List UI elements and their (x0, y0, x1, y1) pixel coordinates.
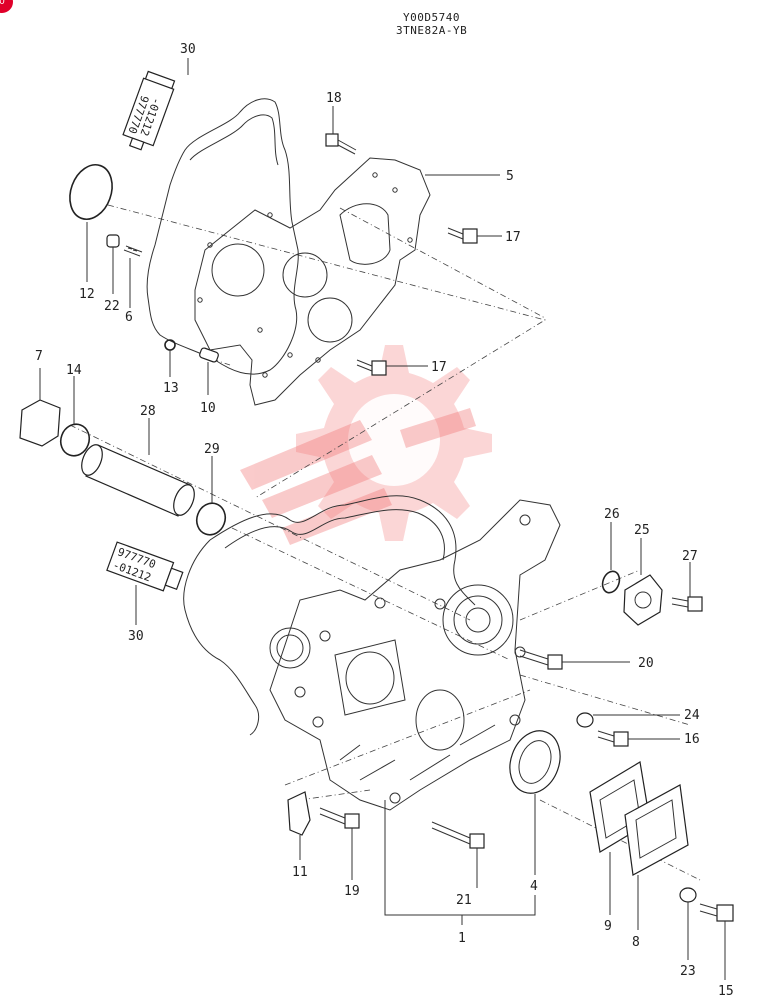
callout-30-top: 30 (180, 42, 196, 57)
plate-hole-left (211, 243, 265, 297)
callout-1: 1 (458, 931, 466, 946)
plate-hole-middle (282, 252, 328, 298)
callout-30-lower: 30 (128, 629, 144, 644)
watermark-stripes (240, 408, 476, 545)
dashed-alignment-lines (69, 204, 701, 881)
bolt-18 (325, 133, 357, 155)
callout-labels: 30 18 5 17 12 22 6 13 10 17 7 14 28 29 3… (35, 42, 734, 999)
case-pump-boss (334, 639, 406, 716)
o-ring-12 (69, 164, 113, 220)
callout-5: 5 (506, 169, 514, 184)
oil-seal-4 (509, 730, 561, 794)
callout-26: 26 (604, 507, 620, 522)
bolt-16 (597, 730, 629, 747)
callout-9: 9 (604, 919, 612, 934)
bolt-17-upper (447, 227, 478, 244)
rear-gasket-outline (146, 98, 299, 375)
plate-bolt-holes (197, 172, 413, 378)
callout-20: 20 (638, 656, 654, 671)
cover-plate-8 (624, 784, 689, 876)
cover-25 (623, 574, 663, 626)
callout-24: 24 (684, 708, 700, 723)
case-crank-boss-inner (465, 607, 491, 633)
callout-6: 6 (125, 310, 133, 325)
callout-15: 15 (718, 984, 734, 999)
callout-14: 14 (66, 363, 82, 378)
bolt-17-lower (356, 359, 387, 376)
callout-21: 21 (456, 893, 472, 908)
o-ring-13 (164, 339, 176, 351)
case-bolt-bosses (294, 514, 531, 804)
corner-badge: 0 (0, 0, 13, 13)
bolt-19 (319, 807, 360, 829)
callout-18: 18 (326, 91, 342, 106)
callout-29: 29 (204, 442, 220, 457)
gear-case-plate-5 (194, 157, 431, 406)
washer-22 (106, 234, 120, 248)
callout-22: 22 (104, 299, 120, 314)
diagram-code-line-2: 3TNE82A-YB (396, 24, 468, 37)
front-gasket-outline (183, 495, 476, 736)
callout-10: 10 (200, 401, 216, 416)
washer-23 (679, 887, 697, 903)
bolt-21 (431, 821, 485, 849)
rear-gasket-inner (189, 114, 279, 166)
case-pump-bore (345, 651, 395, 705)
callout-8: 8 (632, 935, 640, 950)
pipe-28 (81, 444, 195, 517)
bolt-27 (671, 596, 703, 612)
oil-seal-7 (19, 399, 61, 447)
plate-hole-lower (307, 297, 353, 343)
sealant-tube-top: 977770 -01212 (122, 70, 176, 151)
case-lower-opening (415, 689, 465, 751)
bolt-15 (699, 903, 734, 922)
bracket-11 (287, 791, 311, 836)
callout-19: 19 (344, 884, 360, 899)
gear-case-body (269, 499, 561, 811)
o-ring-26 (601, 570, 621, 594)
callout-11: 11 (292, 865, 308, 880)
callout-27: 27 (682, 549, 698, 564)
callout-16: 16 (684, 732, 700, 747)
callout-4: 4 (530, 879, 538, 894)
bolt-20 (519, 649, 563, 670)
sealant-tube-lower: 977770 -01212 (106, 541, 184, 592)
callout-23: 23 (680, 964, 696, 979)
case-crank-boss-mid (453, 595, 503, 645)
callout-28: 28 (140, 404, 156, 419)
callout-13: 13 (163, 381, 179, 396)
washer-24 (576, 712, 594, 728)
stud-6 (123, 245, 143, 257)
front-gasket-inner (224, 509, 445, 561)
callout-25: 25 (634, 523, 650, 538)
o-ring-14 (59, 423, 91, 457)
cover-plate-8-inner (635, 799, 677, 859)
diagram-code-line-1: Y00D5740 (403, 11, 460, 24)
case-bore-left-inner (276, 634, 304, 662)
callout-17-lower: 17 (431, 360, 447, 375)
case-ribs (339, 724, 496, 781)
callout-12: 12 (79, 287, 95, 302)
case-bore-left-outer (269, 627, 311, 669)
case-crank-boss-outer (442, 584, 514, 656)
leader-lines (39, 58, 726, 980)
dowel-pin-10 (199, 347, 219, 363)
callout-7: 7 (35, 349, 43, 364)
watermark-gear-hole (348, 394, 440, 486)
plate-window (339, 203, 391, 265)
callout-17-upper: 17 (505, 230, 521, 245)
o-ring-29 (195, 502, 227, 536)
